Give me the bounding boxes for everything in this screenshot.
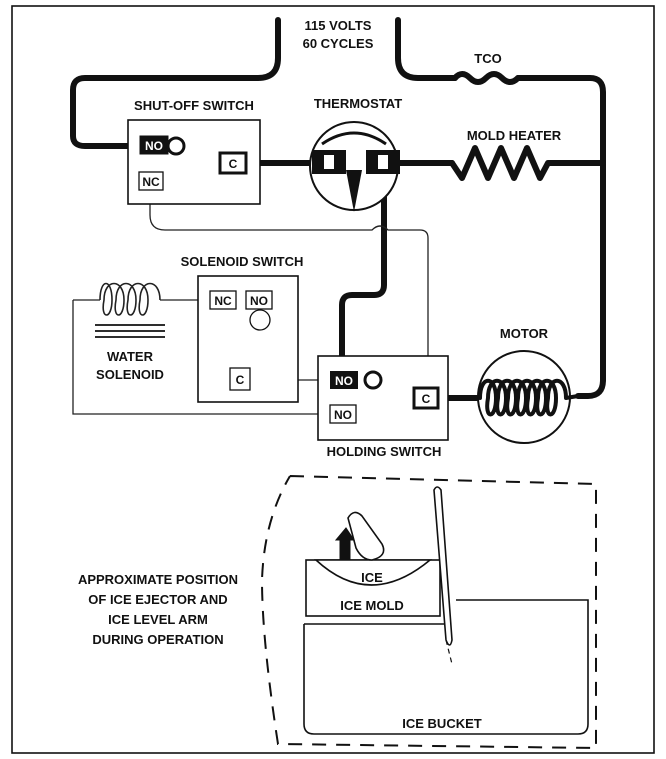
- holding-switch-label: HOLDING SWITCH: [327, 444, 442, 459]
- thermostat-label: THERMOSTAT: [314, 96, 402, 111]
- solenoid-nc-label: NC: [214, 294, 232, 308]
- thermostat-bimetal: [321, 131, 387, 146]
- solenoid-pivot: [249, 309, 271, 331]
- holding-no-label-top: NO: [335, 374, 353, 388]
- thermostat-pointer: [346, 170, 362, 212]
- tco-symbol: [452, 71, 521, 85]
- wire-thermostat-holding: [339, 177, 387, 381]
- mold-heater-resistor: [449, 145, 606, 181]
- holding-c-label: C: [422, 392, 431, 406]
- holding-c-terminal: [412, 386, 440, 410]
- shut-off-nc-label: NC: [142, 175, 160, 189]
- position-note-line-2: OF ICE EJECTOR AND: [88, 592, 227, 607]
- ice-cube: [313, 559, 433, 586]
- holding-pivot: [363, 370, 383, 390]
- ice-ejector-arm: [347, 511, 385, 561]
- shut-off-pivot: [166, 136, 186, 156]
- holding-no-label-bottom: NO: [334, 408, 352, 422]
- shut-off-c-label: C: [229, 157, 238, 171]
- shut-off-no-label: NO: [145, 139, 163, 153]
- tco-label: TCO: [474, 51, 501, 66]
- supply-wire-left: [70, 17, 281, 149]
- water-solenoid-coil: [99, 282, 161, 316]
- diagram-frame: [11, 5, 655, 754]
- solenoid-c-terminal: [229, 367, 251, 391]
- holding-no-terminal-bottom: [329, 404, 357, 424]
- holding-no-terminal-top: [330, 371, 358, 389]
- thermostat-right-contact-mark: [378, 155, 388, 169]
- solenoid-switch-label: SOLENOID SWITCH: [181, 254, 304, 269]
- ice-bucket: [303, 599, 589, 735]
- ice-bucket-label: ICE BUCKET: [402, 716, 482, 731]
- wire-shutoff-nc-loop: [149, 190, 429, 388]
- supply-voltage-label: 115 VOLTS: [305, 18, 372, 33]
- solenoid-no-label: NO: [250, 294, 268, 308]
- shut-off-nc-terminal: [138, 171, 164, 191]
- thermostat-left-contact-mark: [324, 155, 334, 169]
- ejector-rotation-arrow-icon: [334, 527, 355, 561]
- wire-water-solenoid-return: [72, 300, 330, 415]
- mold-heater-label: MOLD HEATER: [467, 128, 562, 143]
- position-note-line-4: DURING OPERATION: [92, 632, 223, 647]
- ice-level-arm: [433, 486, 453, 646]
- water-solenoid-label-2: SOLENOID: [96, 367, 164, 382]
- shut-off-switch-label: SHUT-OFF SWITCH: [134, 98, 254, 113]
- shut-off-c-terminal: [218, 151, 248, 175]
- position-note-line-3: ICE LEVEL ARM: [108, 612, 208, 627]
- operation-dashed-outline: [260, 475, 597, 750]
- motor-label: MOTOR: [500, 326, 549, 341]
- supply-wire-right: [395, 17, 458, 81]
- motor-winding: [478, 378, 580, 417]
- water-solenoid-label-1: WATER: [107, 349, 154, 364]
- tco-wire-right: [515, 75, 606, 399]
- solenoid-nc-terminal: [209, 290, 237, 310]
- solenoid-c-label: C: [236, 373, 245, 387]
- supply-frequency-label: 60 CYCLES: [303, 36, 374, 51]
- solenoid-no-terminal: [245, 290, 273, 310]
- ice-label: ICE: [361, 570, 383, 585]
- ice-mold-label: ICE MOLD: [340, 598, 404, 613]
- position-note-line-1: APPROXIMATE POSITION: [78, 572, 238, 587]
- ice-level-arm-travel: [445, 639, 453, 665]
